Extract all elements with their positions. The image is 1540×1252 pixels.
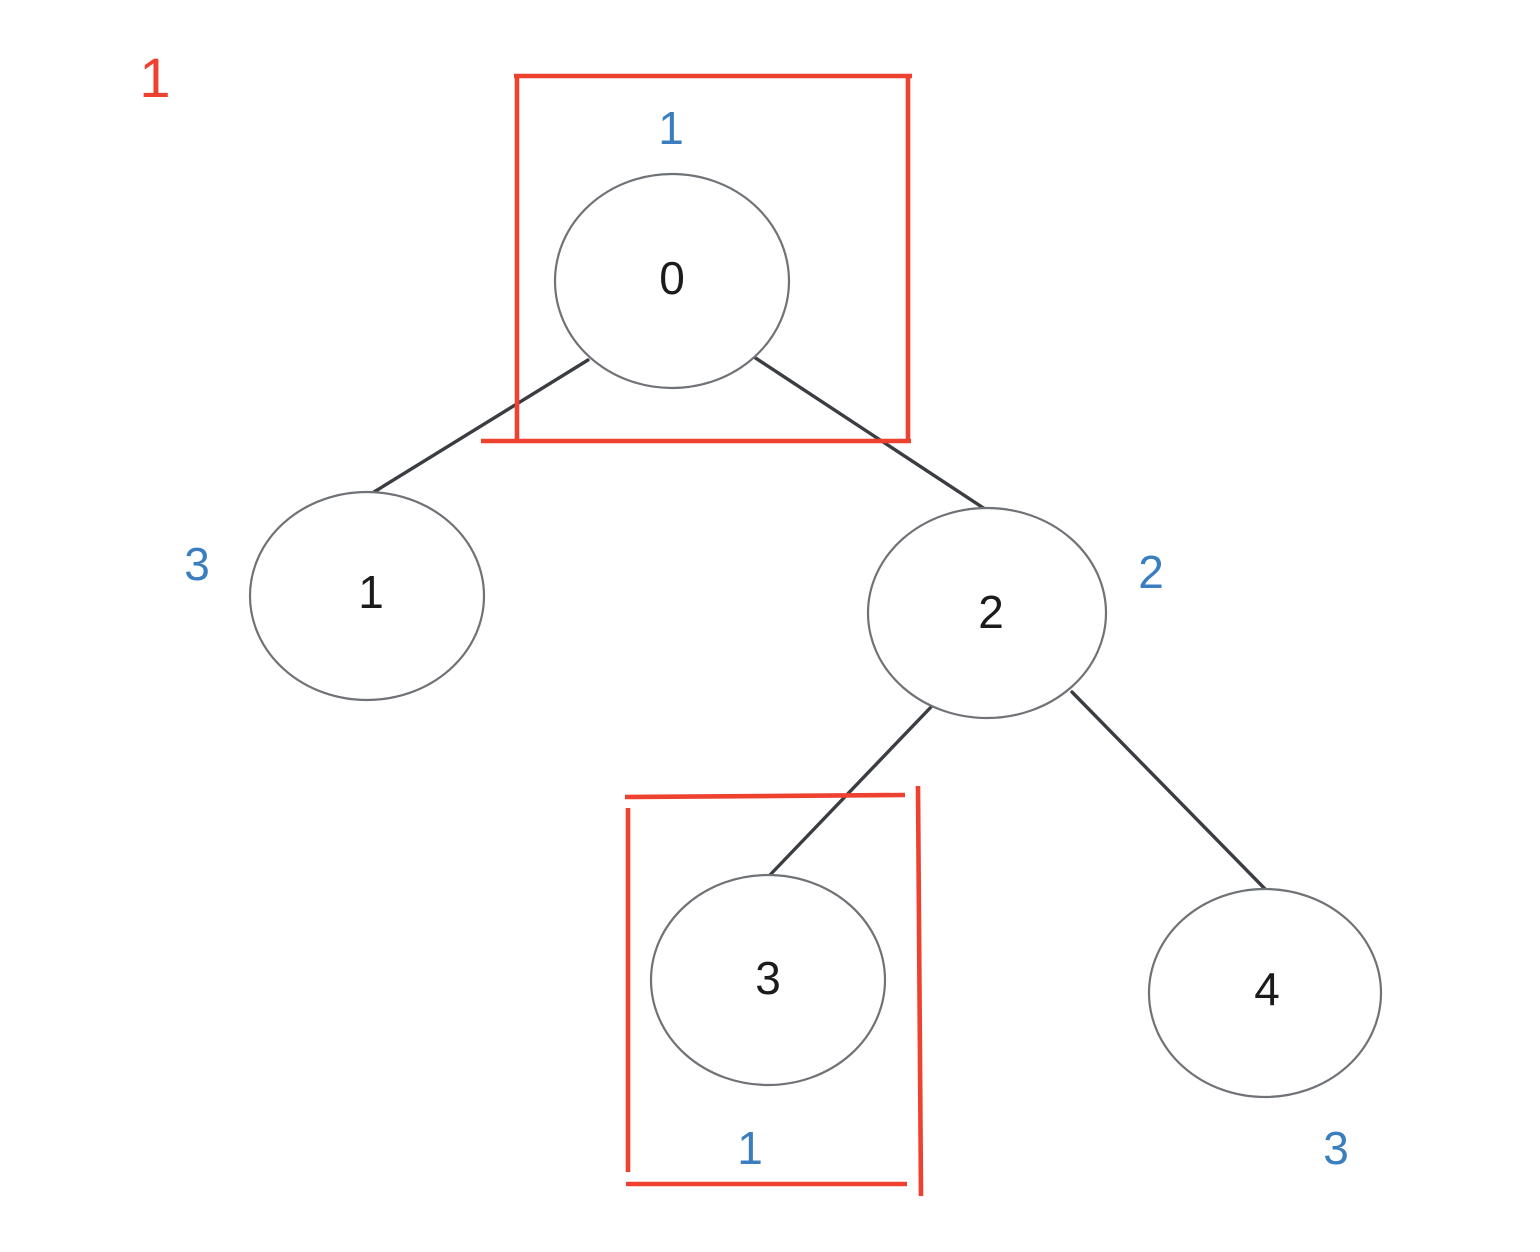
annotation-box-subtree-top-edge (624, 792, 906, 800)
annotation-box-root (481, 73, 912, 444)
tree-node-1[interactable]: 1 (248, 490, 486, 702)
edges-group (372, 355, 1268, 892)
blue-labels-group: 1 3 2 1 3 (184, 102, 1349, 1174)
tree-node-3-label: 3 (755, 952, 781, 1004)
annotation-box-subtree (624, 785, 924, 1197)
tree-node-1-circle (248, 490, 486, 702)
tree-node-2-circle (866, 506, 1108, 720)
tree-node-2[interactable]: 2 (866, 506, 1108, 720)
tree-node-4-label: 4 (1254, 963, 1280, 1015)
tree-node-0-circle (553, 172, 791, 390)
tree-node-4[interactable]: 4 (1147, 887, 1383, 1099)
tree-edge-0-1 (372, 358, 590, 494)
tree-edge-2-4 (1070, 690, 1268, 892)
blue-label-left: 3 (184, 538, 210, 590)
annotation-boxes-group (481, 73, 924, 1197)
tree-node-3[interactable]: 3 (649, 873, 887, 1087)
blue-label-right: 2 (1138, 546, 1164, 598)
blue-label-subtree: 1 (737, 1122, 763, 1174)
blue-label-leaf: 3 (1323, 1122, 1349, 1174)
tree-edge-2-3 (767, 704, 934, 878)
nodes-group: 0 1 2 3 4 (248, 172, 1383, 1099)
blue-label-root: 1 (658, 102, 684, 154)
tree-node-0-label: 0 (659, 252, 685, 304)
tree-node-0[interactable]: 0 (553, 172, 791, 390)
tree-node-4-circle (1147, 887, 1383, 1099)
tree-node-3-circle (649, 873, 887, 1087)
tree-edge-0-2 (752, 355, 987, 511)
annotation-box-subtree-right-edge (915, 785, 924, 1197)
tree-node-2-label: 2 (978, 586, 1004, 638)
page-title: 1 (139, 46, 170, 109)
tree-node-1-label: 1 (358, 566, 384, 618)
